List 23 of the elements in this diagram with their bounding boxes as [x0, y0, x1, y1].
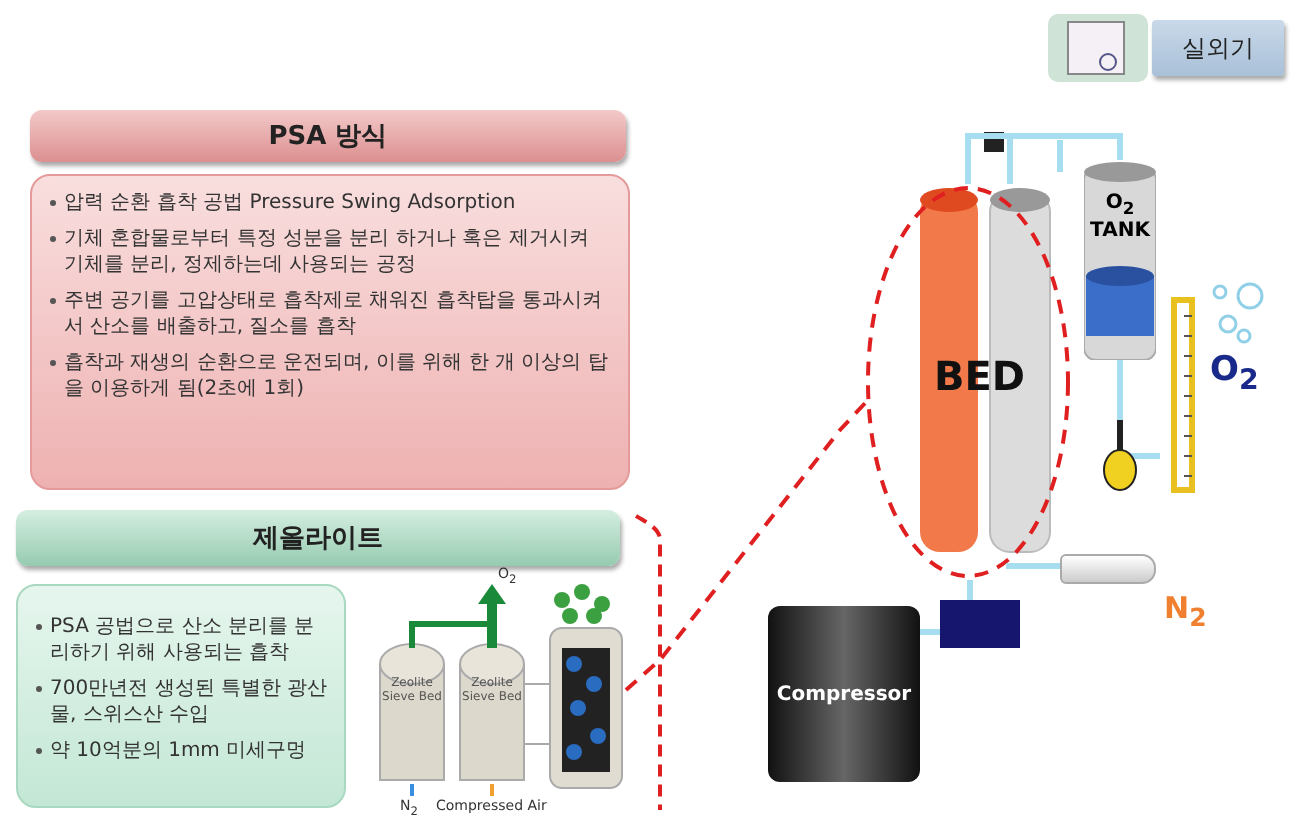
text-panel	[30, 174, 630, 490]
bullet-text: 압력 순환 흡착 공법 Pressure Swing Adsorption	[64, 190, 518, 216]
label-box: 실외기	[1152, 20, 1284, 76]
caption-text: O$_{2}$	[1210, 350, 1259, 397]
bullet-text: PSA 공법으로 산소 분리를 분리하기 위해 사용되는 흡착	[50, 614, 317, 666]
pipe	[1006, 563, 1060, 569]
pipe	[920, 629, 940, 635]
compressor-drawing: Compressor	[768, 606, 920, 782]
title-banner: PSA 방식	[30, 110, 626, 162]
title-banner: 제올라이트	[16, 510, 620, 566]
valve-block	[940, 600, 1020, 648]
nitrogen-cylinder	[1060, 554, 1156, 584]
text-panel	[16, 584, 346, 808]
pipe	[965, 133, 1123, 184]
bullet-text: 약 10억분의 1mm 미세구멍	[50, 738, 309, 764]
gas-label: N$_{2}$	[1164, 590, 1207, 632]
bullet-text: 기체 혼합물로부터 특정 성분을 분리 하거나 혹은 제거시켜 기체를 분리, 정제하는데 사용되는 공정	[64, 226, 591, 278]
bullet-text: 700만년전 생성된 특별한 광산물, 스위스산 수입	[50, 676, 328, 728]
tank-label: O$_{2}$ TANK	[1088, 192, 1153, 244]
bullet-text: 흡착과 재생의 순환으로 운전되며, 이를 위해 한 개 이상의 탑을 이용하게 됨(2초에 1회)	[64, 350, 610, 402]
bullet-text: 주변 공기를 고압상태로 흡착제로 채워진 흡착탑을 통과시켜서 산소를 배출하고, 질소를 흡착	[64, 288, 605, 340]
callout-line	[624, 398, 870, 692]
pipe	[967, 580, 973, 600]
